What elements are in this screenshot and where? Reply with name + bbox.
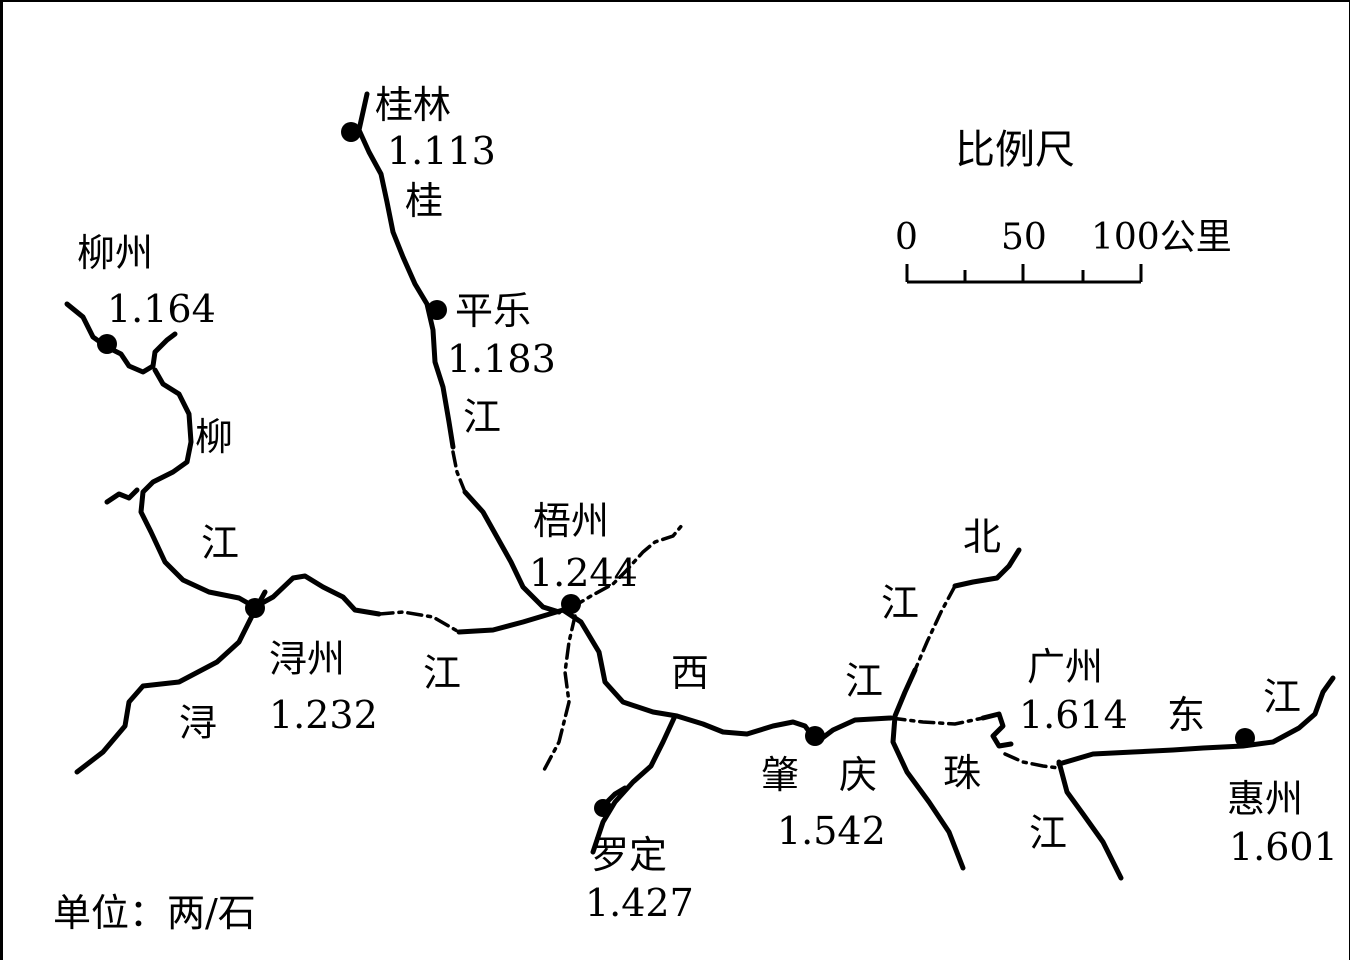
river-label-gui-1: 桂: [405, 179, 444, 223]
city-price-huizhou: 1.601: [1229, 825, 1338, 869]
scale-tick-100: 100公里: [1091, 217, 1232, 258]
liu-river: [64, 301, 178, 375]
luoding-river: [590, 713, 678, 855]
city-price-luoding: 1.427: [585, 881, 694, 925]
huizhou-dot: [1235, 728, 1255, 748]
wuzhou-branch-s: [541, 614, 577, 774]
river-label-bei-2: 江: [881, 581, 920, 625]
gui-river: [356, 91, 456, 450]
river-label-xi-3: 江: [845, 659, 884, 703]
zhu-river: [1056, 759, 1124, 881]
river-label-liu-2: 江: [201, 521, 240, 565]
zhaoqing-dot: [805, 726, 825, 746]
gui-river-lower: [462, 489, 562, 615]
city-price-guilin: 1.113: [387, 129, 496, 173]
city-price-guangzhou: 1.614: [1019, 693, 1128, 737]
city-price-zhaoqing: 1.542: [777, 809, 886, 853]
xun-river: [74, 589, 268, 775]
city-name-guilin: 桂林: [375, 83, 452, 127]
guangzhou-to-pearl-dashed: [1003, 752, 1061, 770]
river-label-zhu-2: 江: [1029, 811, 1068, 855]
river-map: [64, 91, 1336, 881]
unit-label: 单位：两/石: [53, 891, 256, 935]
bei-river-dashed: [913, 584, 957, 672]
city-price-wuzhou: 1.244: [529, 551, 638, 595]
city-price-liuzhou: 1.164: [107, 287, 216, 331]
bei-river: [952, 547, 1022, 589]
luoding-dot: [594, 799, 612, 817]
scale-tick-0: 0: [895, 217, 918, 258]
river-label-xun: 浔: [179, 701, 218, 745]
xi-river-upper: [250, 573, 382, 617]
xi-river-lower: [560, 607, 894, 745]
guilin-dot: [341, 122, 361, 142]
liu-river-main: [138, 367, 256, 609]
city-name-guangzhou: 广州: [1027, 645, 1104, 689]
river-label-gui-2: 江: [463, 395, 502, 439]
xunzhou-dot: [245, 598, 265, 618]
wuzhou-branch-ne: [569, 522, 685, 610]
city-name-zhaoqing-1: 肇: [761, 753, 800, 797]
city-name-xunzhou: 浔州: [269, 637, 346, 681]
city-name-huizhou: 惠州: [1227, 777, 1304, 821]
scale-bar: [905, 264, 1143, 284]
river-label-liu-1: 柳: [195, 415, 234, 459]
liuzhou-dot: [97, 334, 117, 354]
city-price-pingle: 1.183: [447, 337, 556, 381]
river-label-zhu-1: 珠: [943, 751, 982, 795]
river-label-dong-2: 江: [1263, 675, 1302, 719]
city-name-pingle: 平乐: [455, 289, 532, 333]
scale-title: 比例尺: [955, 127, 1075, 173]
scale-tick-50: 50: [1001, 217, 1047, 258]
river-label-bei-1: 北: [963, 515, 1002, 559]
wuzhou-dot: [561, 594, 581, 614]
xi-river-mid: [456, 607, 566, 635]
guangzhou-loop: [980, 711, 1014, 749]
gui-river-dashed: [451, 450, 467, 494]
city-name-luoding: 罗定: [591, 833, 668, 877]
pingle-dot: [427, 300, 447, 320]
liu-river-tributary: [104, 487, 140, 505]
river-label-xi-2: 西: [671, 651, 710, 695]
city-name-zhaoqing-2: 庆: [839, 753, 878, 797]
xi-river-dashed: [377, 610, 461, 634]
city-name-liuzhou: 柳州: [77, 231, 154, 275]
city-price-xunzhou: 1.232: [269, 693, 378, 737]
bei-river-lower: [890, 667, 966, 871]
river-label-xi-1: 江: [423, 651, 462, 695]
river-label-dong-1: 东: [1167, 693, 1206, 737]
xi-to-guangzhou-dashed: [889, 716, 985, 726]
city-name-wuzhou: 梧州: [533, 499, 610, 543]
